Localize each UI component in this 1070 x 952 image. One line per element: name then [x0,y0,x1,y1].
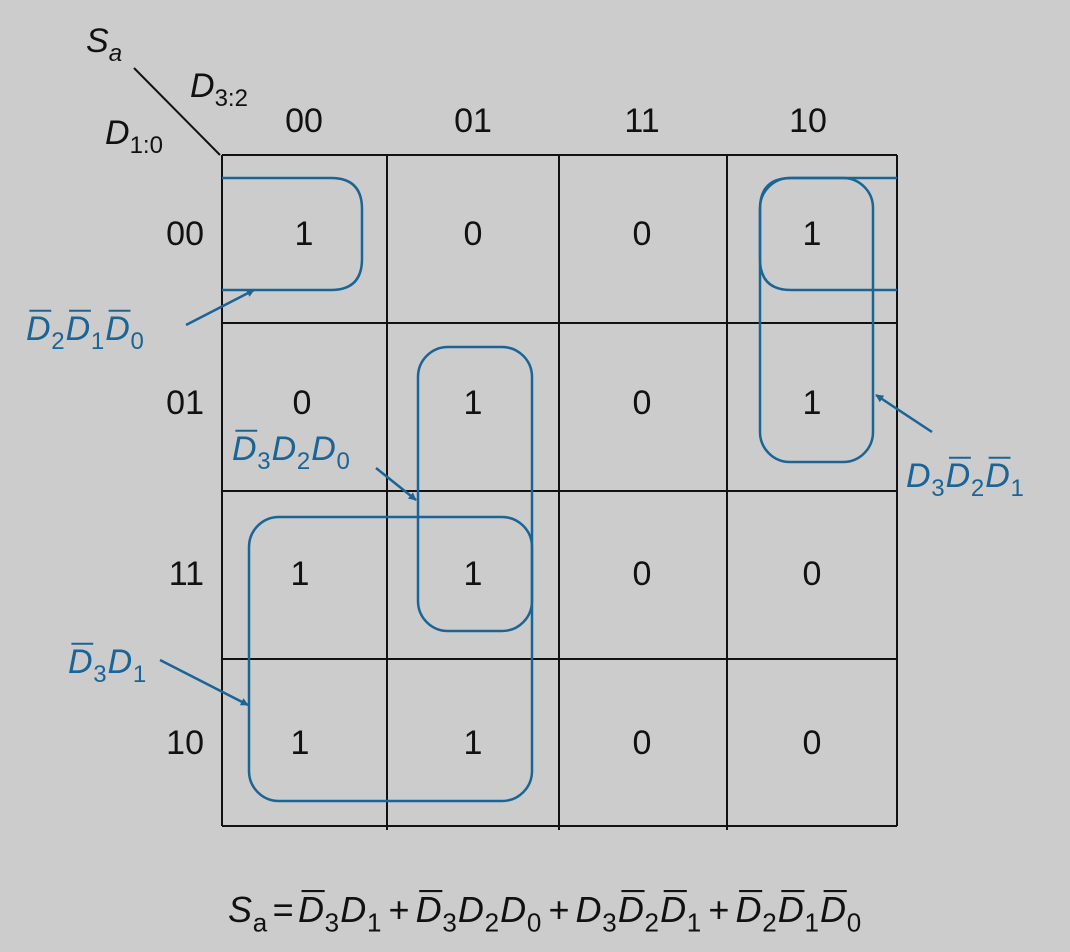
literal-subscript: 1 [687,907,701,937]
cell-value: 1 [295,215,314,253]
cell-value: 1 [464,555,483,593]
literal-subscript: 2 [645,907,659,937]
output-variable-label: Sa [86,22,122,67]
literal-subscript: 2 [297,448,310,475]
literal-variable: D [778,889,804,930]
loop-d2n-d1n-d0n-left [222,176,364,292]
equals-sign: = [273,889,294,930]
literal-variable: D [906,457,931,495]
row-label: 00 [166,215,204,253]
plus-sign: + [708,889,729,930]
loop-d3n-d1 [247,515,534,803]
literal-subscript: a [253,907,268,937]
literal-variable: D [985,457,1010,495]
literal-variable: D [272,430,297,468]
column-label: 11 [624,102,659,140]
cell-values: 1 0 0 1 0 1 0 1 1 1 0 0 1 1 0 0 [291,215,822,762]
cell-value: 0 [633,215,652,253]
literal-subscript: 1 [133,661,146,688]
kmap-grid [221,154,898,830]
column-variable-label: D3:2 [190,67,248,112]
implicant-arrows [159,288,933,707]
cell-value: 1 [803,384,822,422]
literal-subscript: 0 [130,328,143,355]
literal-subscript: 0 [336,448,349,475]
literal-subscript: 3 [602,907,616,937]
literal-variable: D [26,310,51,348]
literal-subscript: 1 [804,907,818,937]
literal-variable: D [576,889,602,930]
column-label: 00 [285,102,323,140]
literal-variable: D [311,430,336,468]
literal-subscript: 3 [442,907,456,937]
literal-variable: D [340,889,366,930]
cell-value: 0 [293,384,312,422]
arrow-d3n-d2-d0 [375,467,417,501]
cell-value: 0 [464,215,483,253]
literal-subscript: 2 [51,328,64,355]
cell-value: 1 [291,555,310,593]
literal-subscript: 0 [847,907,861,937]
literal-variable: D [416,889,442,930]
literal-subscript: 1 [1010,475,1023,502]
literal-subscript: 3 [931,475,944,502]
arrow-d3-d2n-d1n [875,393,933,434]
literal-subscript: 1 [91,328,104,355]
literal-variable: D [105,310,130,348]
literal-subscript: 1 [367,907,381,937]
cell-value: 0 [803,555,822,593]
cell-value: 1 [291,724,310,762]
literal-variable: D [68,643,93,681]
cell-value: 0 [633,555,652,593]
row-label: 01 [166,384,204,422]
literal-variable: D [735,889,761,930]
arrow-d2n-d1n-d0n [185,288,255,327]
cell-value: 1 [464,384,483,422]
row-label: 11 [169,555,204,593]
cell-value: 0 [633,384,652,422]
literal-variable: D [660,889,686,930]
literal-variable: D [66,310,91,348]
literal-subscript: 2 [762,907,776,937]
literal-subscript: 3 [257,448,270,475]
literal-variable: D [232,430,257,468]
cell-value: 1 [803,215,822,253]
literal-subscript: 3 [325,907,339,937]
literal-variable: D [458,889,484,930]
literal-variable: D [108,643,133,681]
literal-subscript: 2 [485,907,499,937]
cell-value: 1 [464,724,483,762]
row-label: 10 [166,724,204,762]
loop-d3-d2n-d1n [758,176,875,464]
column-label: 10 [789,102,827,140]
cell-value: 0 [803,724,822,762]
plus-sign: + [548,889,569,930]
column-labels: 00 01 11 10 [285,102,827,140]
literal-subscript: 0 [527,907,541,937]
implicant-loops [222,176,897,803]
plus-sign: + [389,889,410,930]
arrow-d3n-d1 [159,658,249,707]
loop-d2n-d1n-d0n-right [758,176,897,292]
literal-variable: D [298,889,324,930]
cell-value: 0 [633,724,652,762]
loop-d3n-d2-d0 [416,345,534,633]
row-labels: 00 01 11 10 [166,215,204,762]
row-variable-label: D1:0 [105,114,163,159]
literal-variable: D [500,889,526,930]
literal-variable: D [618,889,644,930]
corner-diagonal [133,67,221,156]
literal-subscript: 3 [93,661,106,688]
literal-variable: D [946,457,971,495]
literal-subscript: 2 [971,475,984,502]
literal-variable: D [820,889,846,930]
column-label: 01 [454,102,492,140]
literal-variable: S [228,889,252,930]
